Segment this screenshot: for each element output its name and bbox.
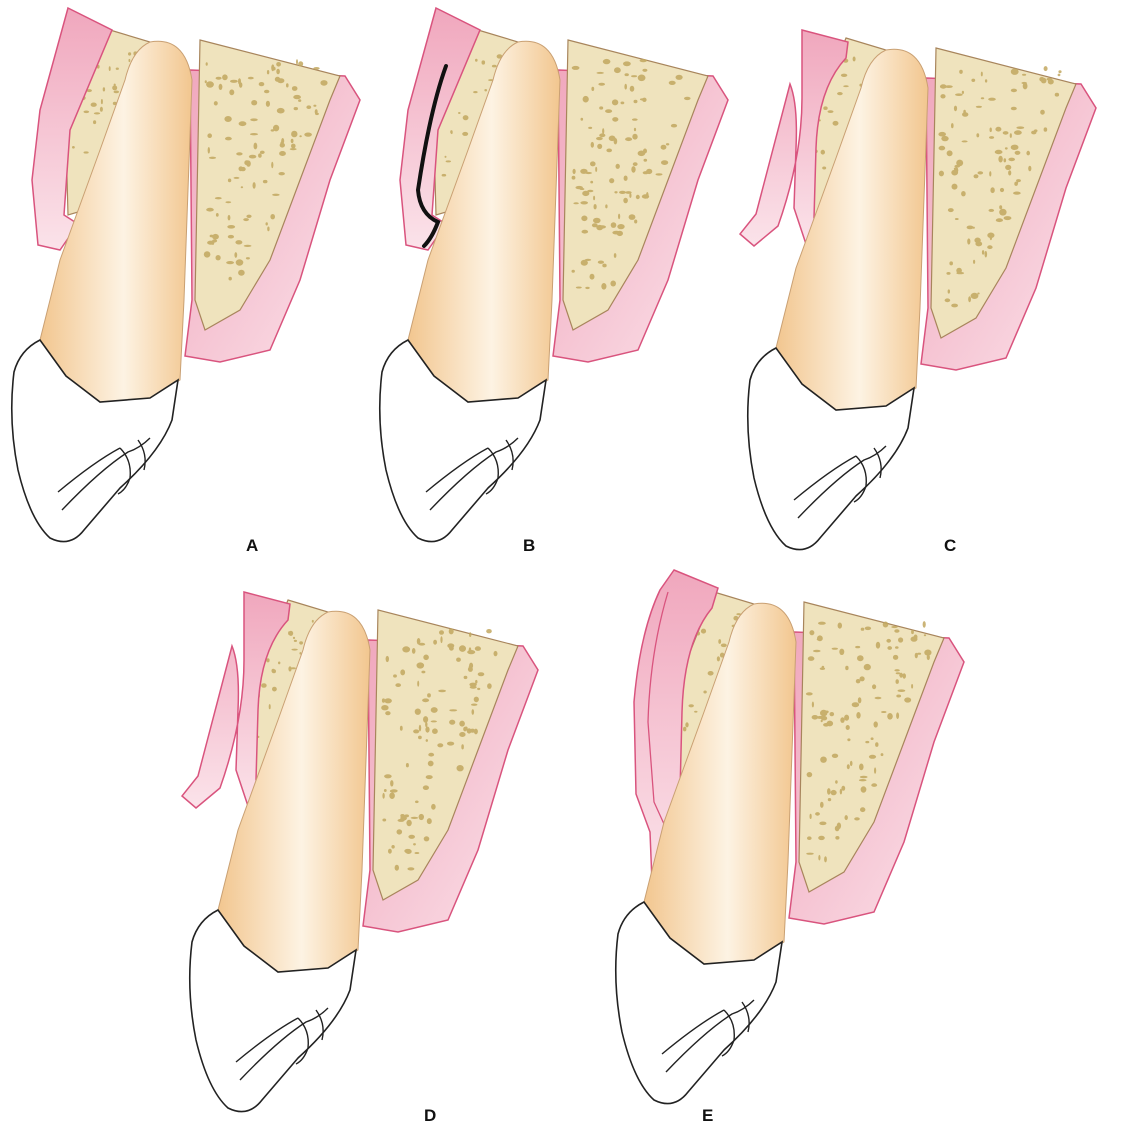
panel-b-drawing [368, 0, 748, 560]
panel-c-label: C [944, 536, 956, 556]
panel-e-drawing [604, 562, 1004, 1122]
panel-a-label: A [246, 536, 258, 556]
panel-e-label: E [702, 1106, 713, 1126]
panel-b-label: B [523, 536, 535, 556]
panel-a-drawing [0, 0, 380, 560]
panel-c-drawing [736, 8, 1136, 568]
panel-d-drawing [178, 570, 598, 1130]
panel-d-label: D [424, 1106, 436, 1126]
